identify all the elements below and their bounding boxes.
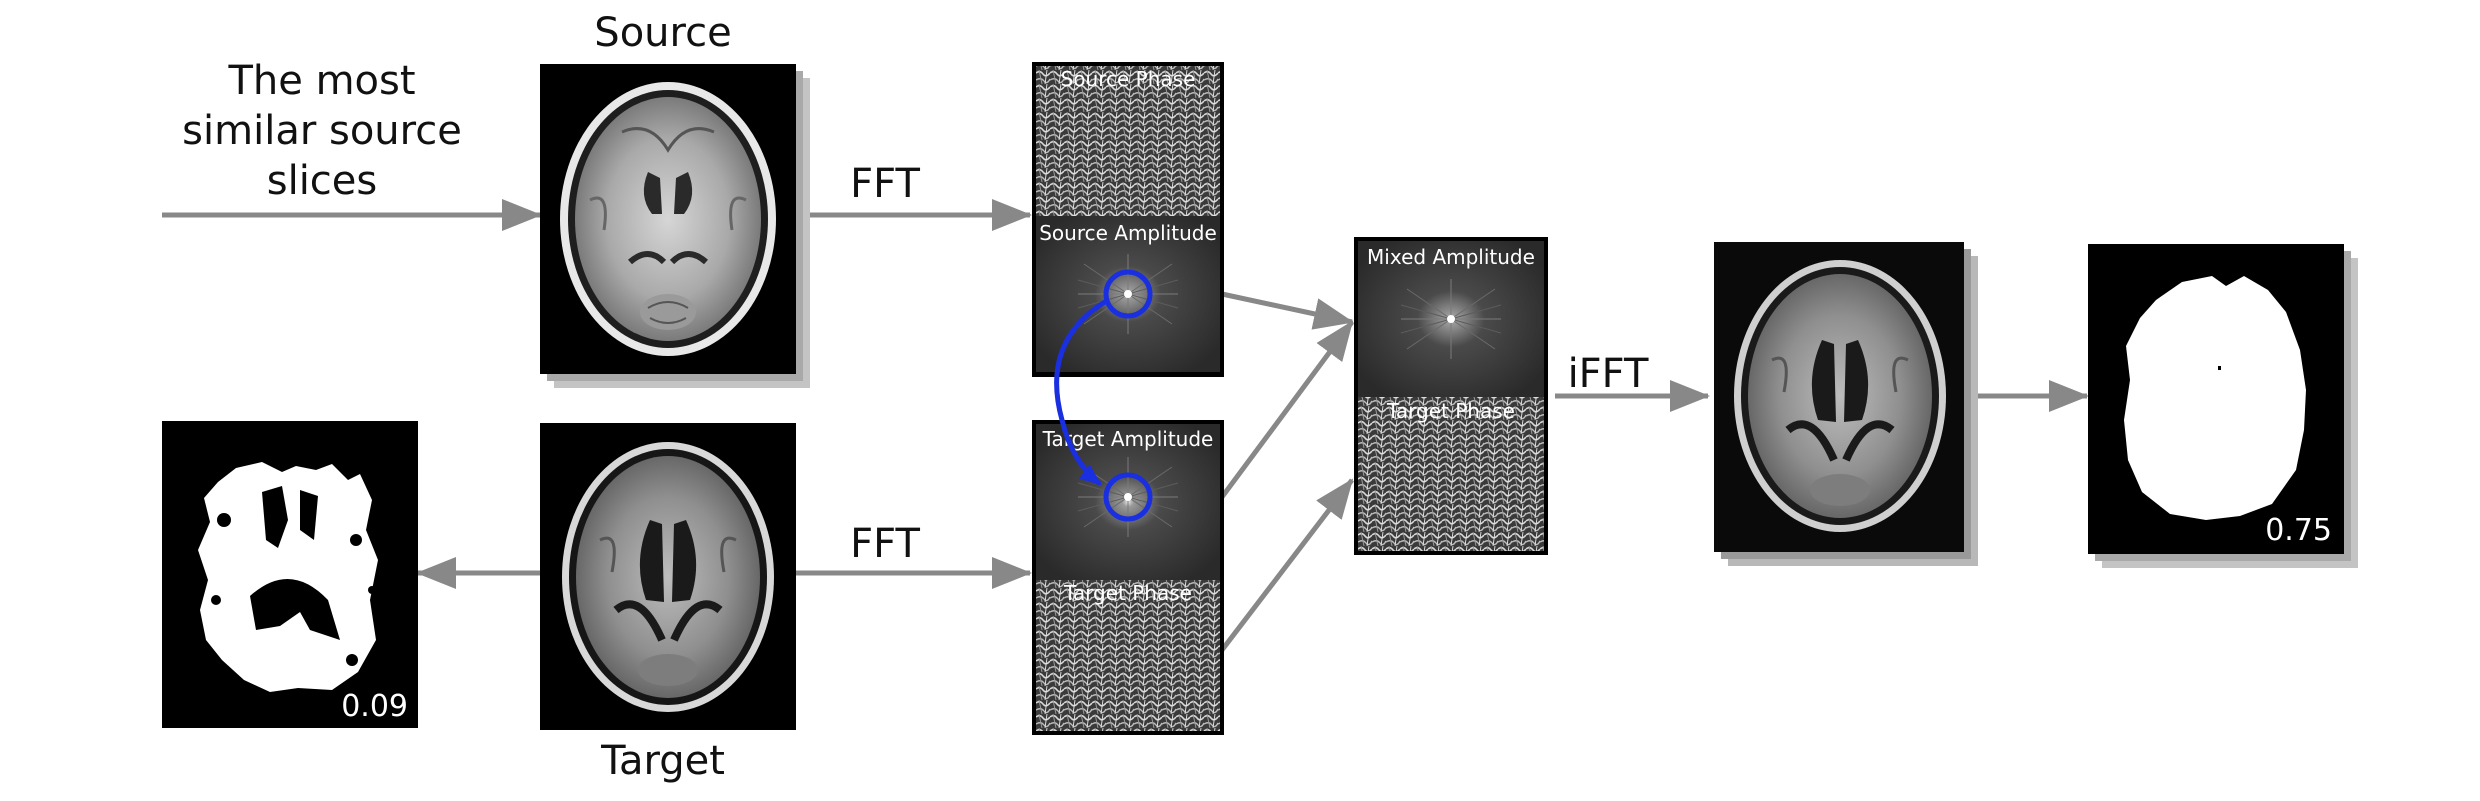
- fft-label-bottom: FFT: [850, 521, 920, 567]
- source-phase-texture: [1036, 66, 1220, 216]
- source-label: Source: [594, 10, 731, 56]
- mixed-target-phase-label: Target Phase: [1386, 399, 1515, 423]
- mixed-phase-texture: [1358, 397, 1544, 551]
- fft-label-top: FFT: [850, 161, 920, 207]
- target-phase-texture: [1036, 580, 1220, 731]
- arrow-target-phase-to-mixed: [1220, 478, 1354, 652]
- arrow-source-amplitude-to-mixed: [1221, 291, 1354, 330]
- source-phase-label: Source Phase: [1061, 67, 1196, 91]
- target-dice-score: 0.09: [341, 689, 408, 724]
- ifft-label: iFFT: [1568, 351, 1649, 397]
- target-low-frequency-highlight: [1103, 472, 1153, 522]
- mixed-amplitude-label: Mixed Amplitude: [1367, 245, 1535, 269]
- arrow-target-amplitude-to-mixed: [1219, 320, 1355, 499]
- result-mri-image: [1714, 242, 1978, 566]
- result-dice-score: 0.75: [2265, 513, 2332, 548]
- source-mri-image: [540, 64, 810, 388]
- target-phase-label: Target Phase: [1063, 581, 1192, 605]
- source-frequency-panel: Source Phase Source Amplitude: [1032, 62, 1224, 377]
- mixed-frequency-panel: Mixed Amplitude Target Phase: [1354, 237, 1548, 555]
- source-low-frequency-highlight: [1103, 269, 1153, 319]
- intro-text-line-1: The most: [227, 58, 415, 104]
- target-frequency-panel: Target Amplitude Target Phase: [1032, 420, 1224, 735]
- intro-text-line-2: similar source: [182, 108, 462, 154]
- target-label: Target: [600, 738, 725, 784]
- flow-arrows: [162, 199, 2089, 652]
- target-mri-image: [540, 423, 796, 730]
- amplitude-swap-arrow: [1054, 297, 1110, 486]
- target-segmentation-mask: 0.09: [162, 421, 418, 728]
- source-amplitude-label: Source Amplitude: [1039, 221, 1217, 245]
- intro-text-line-3: slices: [267, 158, 378, 204]
- result-segmentation-mask: 0.75: [2088, 244, 2358, 568]
